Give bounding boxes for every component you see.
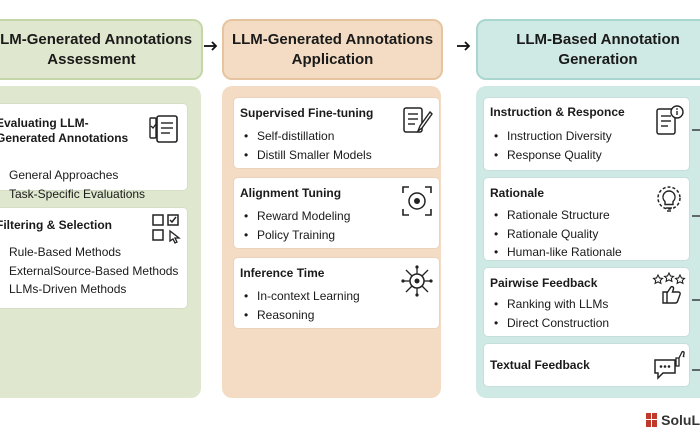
list-item: Reasoning bbox=[244, 306, 360, 325]
list-item: Distill Smaller Models bbox=[244, 146, 372, 165]
list-item: ExternalSource-Based Methods bbox=[0, 262, 178, 281]
target-focus-icon bbox=[402, 186, 432, 216]
stars-thumbs-up-icon bbox=[652, 272, 686, 304]
generation-header-line1: LLM-Based Annotation bbox=[516, 30, 680, 48]
list-item: LLMs-Driven Methods bbox=[0, 280, 178, 299]
textual-feedback-card: Textual Feedback bbox=[484, 344, 689, 386]
list-item: Direct Construction bbox=[494, 314, 609, 333]
rationale-card: Rationale Rationale Structure Rationale … bbox=[484, 178, 689, 262]
list-item: Response Quality bbox=[494, 146, 612, 165]
card-list: Self-distillation Distill Smaller Models bbox=[244, 127, 372, 164]
generation-header: LLM-Based Annotation Generation bbox=[476, 19, 700, 80]
list-item: Policy Training bbox=[244, 226, 350, 245]
side-connector bbox=[692, 129, 700, 371]
info-document-icon bbox=[656, 105, 684, 135]
instruction-card: Instruction & Responce Instruction Diver… bbox=[484, 98, 689, 170]
card-list: Instruction Diversity Response Quality bbox=[494, 127, 612, 164]
application-header: LLM-Generated Annotations Application bbox=[222, 19, 443, 80]
chat-thumbs-up-icon bbox=[654, 350, 685, 380]
card-list: Reward Modeling Policy Training bbox=[244, 207, 350, 244]
filtering-card: Filtering & Selection Rule-Based Methods… bbox=[0, 208, 187, 308]
document-pen-icon bbox=[403, 107, 433, 134]
arrow-right-icon bbox=[204, 41, 218, 51]
list-item: In-context Learning bbox=[244, 287, 360, 306]
assessment-header-line2: Assessment bbox=[47, 50, 136, 68]
card-title: Pairwise Feedback bbox=[490, 276, 598, 290]
brand-logo: SoluL bbox=[646, 412, 700, 428]
list-item: Rule-Based Methods bbox=[0, 243, 178, 262]
list-item: Rationale Quality bbox=[494, 225, 622, 244]
document-checklist-icon bbox=[149, 115, 178, 143]
card-list: In-context Learning Reasoning bbox=[244, 287, 360, 324]
logo-mark-icon bbox=[646, 413, 658, 427]
card-title: Evaluating LLM-Generated Annotations bbox=[0, 116, 129, 145]
list-item: Instruction Diversity bbox=[494, 127, 612, 146]
list-item: General Approaches bbox=[0, 166, 145, 185]
list-item: Self-distillation bbox=[244, 127, 372, 146]
assessment-column: Evaluating LLM-Generated Annotations Gen… bbox=[0, 86, 201, 398]
inference-card: Inference Time In-context Learning Reaso… bbox=[234, 258, 439, 328]
generation-header-line2: Generation bbox=[558, 50, 638, 68]
card-title: Inference Time bbox=[240, 266, 325, 280]
assessment-header: LLM-Generated Annotations Assessment bbox=[0, 19, 203, 80]
card-title: Rationale bbox=[490, 186, 545, 200]
application-header-line2: Application bbox=[291, 50, 374, 68]
list-item: Ranking with LLMs bbox=[494, 295, 609, 314]
card-list: Rationale Structure Rationale Quality Hu… bbox=[494, 206, 622, 262]
checkbox-selection-icon bbox=[152, 214, 181, 244]
assessment-header-line1: LLM-Generated Annotations bbox=[0, 30, 193, 48]
card-list: Rule-Based Methods ExternalSource-Based … bbox=[0, 243, 178, 299]
sft-card: Supervised Fine-tuning Self-distillation… bbox=[234, 98, 439, 168]
card-title: Instruction & Responce bbox=[490, 105, 625, 119]
brain-circuit-icon bbox=[401, 265, 433, 297]
alignment-card: Alignment Tuning Reward Modeling Policy … bbox=[234, 178, 439, 248]
card-list: General Approaches Task-Specific Evaluat… bbox=[0, 166, 145, 203]
list-item: Task-Specific Evaluations bbox=[0, 185, 145, 204]
card-title: Filtering & Selection bbox=[0, 218, 113, 232]
application-column: Supervised Fine-tuning Self-distillation… bbox=[222, 86, 441, 398]
card-title: Textual Feedback bbox=[490, 358, 590, 372]
list-item: Human-like Rationale bbox=[494, 243, 622, 262]
evaluating-card: Evaluating LLM-Generated Annotations Gen… bbox=[0, 104, 187, 203]
logo-text: SoluL bbox=[661, 412, 700, 428]
card-title: Supervised Fine-tuning bbox=[240, 106, 374, 120]
application-header-line1: LLM-Generated Annotations bbox=[231, 30, 434, 48]
generation-column: Instruction & Responce Instruction Diver… bbox=[476, 86, 700, 398]
lightbulb-gear-icon bbox=[657, 186, 681, 212]
list-item: Reward Modeling bbox=[244, 207, 350, 226]
list-item: Rationale Structure bbox=[494, 206, 622, 225]
arrow-right-icon bbox=[457, 41, 471, 51]
card-title: Alignment Tuning bbox=[240, 186, 342, 200]
card-list: Ranking with LLMs Direct Construction bbox=[494, 295, 609, 332]
pairwise-card: Pairwise Feedback Ranking with LLMs Dire… bbox=[484, 268, 689, 336]
